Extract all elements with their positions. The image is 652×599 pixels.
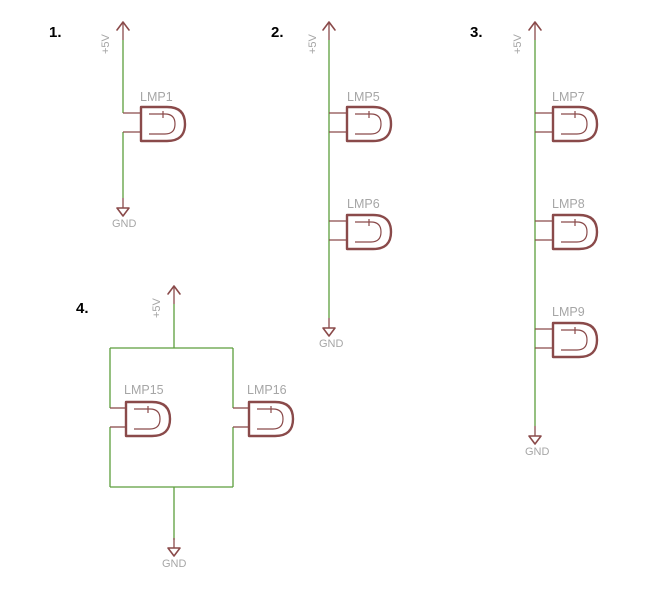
circuit-1: 1. +5V LMP1 GND [49, 21, 187, 230]
lamp-symbol-icon [535, 105, 599, 143]
supply-label: +5V [151, 297, 163, 318]
supply-label: +5V [512, 33, 524, 54]
circuit-3: 3. +5V LMP7 LMP8 LMP9 GND [470, 21, 599, 458]
circuit-number: 2. [271, 24, 284, 41]
ground-label: GND [525, 446, 550, 458]
lamp-label: LMP7 [552, 90, 585, 104]
ground-label: GND [319, 338, 344, 350]
circuit-2: 2. +5V LMP5 LMP6 GND [271, 21, 393, 350]
ground-icon [528, 425, 542, 445]
lamp-label: LMP9 [552, 305, 585, 319]
lamp-symbol-icon [535, 321, 599, 359]
lamp-label: LMP15 [124, 383, 164, 397]
lamp-label: LMP1 [140, 90, 173, 104]
circuit-4: 4. +5V LMP15 LMP16 GND [76, 285, 295, 570]
supply-label: +5V [100, 33, 112, 54]
lamp-label: LMP5 [347, 90, 380, 104]
lamp-label: LMP8 [552, 197, 585, 211]
parallel-network [109, 304, 234, 540]
circuit-number: 3. [470, 24, 483, 41]
lamp-label: LMP6 [347, 197, 380, 211]
lamp-label: LMP16 [247, 383, 287, 397]
lamp-symbol-icon [535, 213, 599, 251]
ground-label: GND [112, 218, 137, 230]
supply-label: +5V [307, 33, 319, 54]
supply-arrow-icon [167, 285, 181, 305]
ground-icon [322, 317, 336, 337]
supply-arrow-icon [322, 21, 336, 41]
lamp-symbol-icon [329, 105, 393, 143]
lamp-symbol-icon [329, 213, 393, 251]
ground-icon [116, 197, 130, 217]
supply-arrow-icon [116, 21, 130, 41]
circuit-number: 1. [49, 24, 62, 41]
supply-arrow-icon [528, 21, 542, 41]
ground-icon [167, 537, 181, 557]
lamp-symbol-icon [233, 400, 295, 438]
circuit-number: 4. [76, 300, 89, 317]
lamp-symbol-icon [123, 105, 187, 143]
lamp-symbol-icon [110, 400, 172, 438]
ground-label: GND [162, 558, 187, 570]
